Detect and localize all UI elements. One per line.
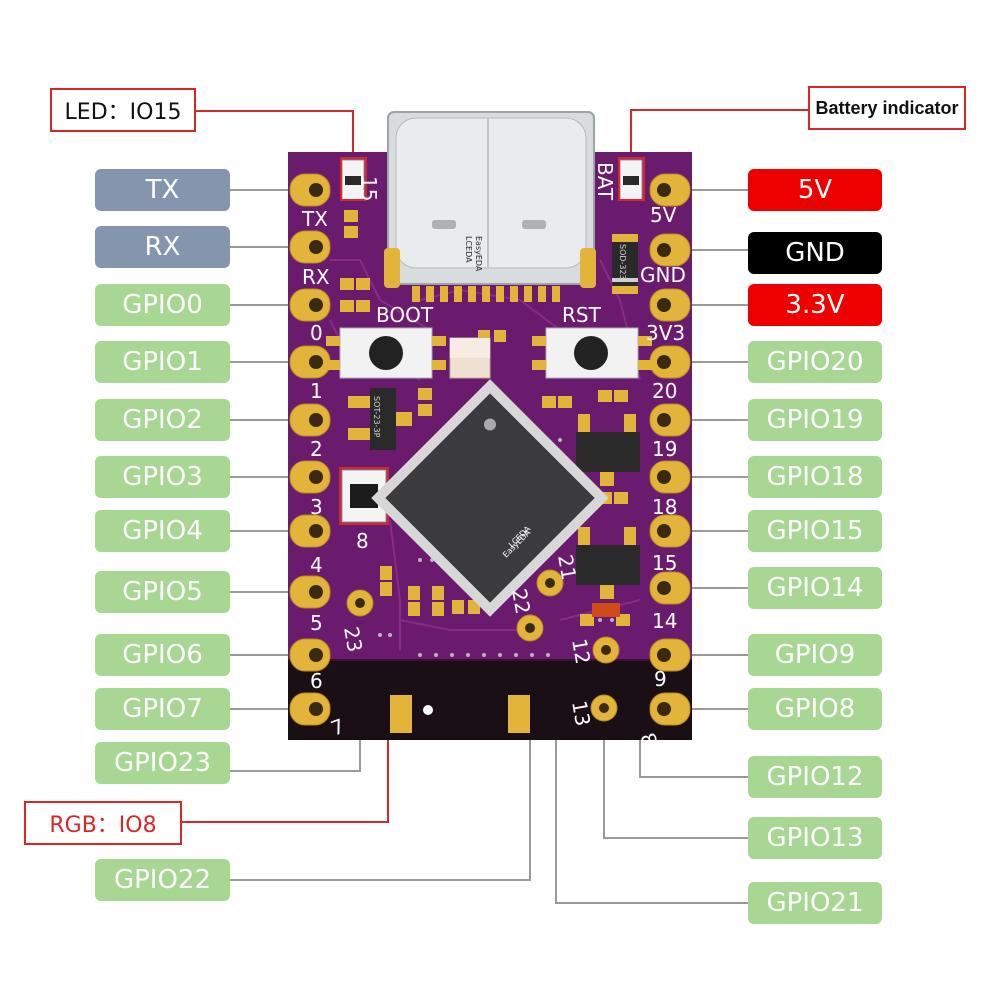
silk-22: 22 (507, 587, 535, 616)
pin-label-gpio21: GPIO21 (748, 882, 882, 924)
pin-label-gpio18: GPIO18 (748, 456, 882, 498)
silk-right-9: 9 (654, 667, 667, 691)
silk-rst: RST (562, 303, 602, 327)
silk-left-5: 5 (310, 611, 323, 635)
pin-label-5v: 5V (748, 169, 882, 211)
usb-logo-easyeda: EasyEDA (474, 236, 483, 272)
pin-label-gpio23: GPIO23 (95, 742, 230, 784)
silk-15: 15 (357, 176, 381, 201)
battery-led (618, 157, 645, 201)
pin-label-gpio20: GPIO20 (748, 341, 882, 383)
usb-c-connector (384, 111, 596, 288)
pin-label-3v3: 3.3V (748, 284, 882, 326)
silk-sot23: SOT-23-3P (372, 396, 381, 438)
rgb-callout: RGB：IO8 (24, 801, 182, 845)
antenna-pad-2 (508, 695, 530, 733)
silk-13: 13 (567, 699, 595, 728)
pin-label-gpio22: GPIO22 (95, 859, 230, 901)
silk-left-1: 1 (310, 379, 323, 403)
silk-bat: BAT (593, 162, 617, 201)
silk-right-19: 19 (652, 437, 677, 461)
mosfet-1 (576, 414, 640, 486)
silk-left-tx: TX (301, 207, 328, 231)
silk-boot: BOOT (376, 303, 434, 327)
smd-components (340, 210, 630, 626)
usb-logo-lceda: LCEDA (464, 236, 473, 263)
led-callout: LED：IO15 (50, 88, 196, 132)
status-led (340, 157, 367, 201)
pin-label-tx: TX (95, 169, 230, 211)
silk-right-20: 20 (652, 379, 677, 403)
antenna-pad-1 (390, 695, 412, 733)
pin-label-gpio12: GPIO12 (748, 756, 882, 798)
silk-right-5v: 5V (650, 203, 677, 227)
silk-left-3: 3 (310, 495, 323, 519)
pin-label-gpio4: GPIO4 (95, 510, 230, 552)
silk-left-0: 0 (310, 321, 323, 345)
pin-label-gpio15: GPIO15 (748, 510, 882, 552)
pin-label-gpio5: GPIO5 (95, 571, 230, 613)
silk-12: 12 (567, 637, 595, 666)
silk-right-3v3: 3V3 (646, 321, 685, 345)
pin-label-gpio8: GPIO8 (748, 688, 882, 730)
mosfet-2 (576, 527, 640, 599)
pin-label-gpio19: GPIO19 (748, 399, 882, 441)
pin-label-gnd: GND (748, 232, 882, 274)
rst-button-graphic (532, 327, 652, 379)
silk-8: 8 (356, 529, 369, 553)
pin-label-gpio1: GPIO1 (95, 341, 230, 383)
silk-right-gnd: GND (640, 263, 686, 287)
silk-right-14: 14 (652, 609, 677, 633)
diode-sod323 (612, 234, 638, 294)
regulator-sot23 (348, 388, 412, 450)
silk-left-2: 2 (310, 437, 323, 461)
silk-left-4: 4 (310, 553, 323, 577)
pin-label-gpio0: GPIO0 (95, 284, 230, 326)
silk-left-6: 6 (310, 669, 323, 693)
pin-label-rx: RX (95, 226, 230, 268)
pin-label-gpio3: GPIO3 (95, 456, 230, 498)
pin-label-gpio6: GPIO6 (95, 634, 230, 676)
pin-label-gpio7: GPIO7 (95, 688, 230, 730)
boot-button-graphic (326, 327, 446, 379)
silk-23: 23 (339, 625, 367, 654)
pin-label-gpio9: GPIO9 (748, 634, 882, 676)
silk-right-18: 18 (652, 495, 677, 519)
pin-label-gpio13: GPIO13 (748, 817, 882, 859)
pin-label-gpio14: GPIO14 (748, 567, 882, 609)
battery-callout: Battery indicator (808, 86, 966, 130)
silk-right-15: 15 (652, 551, 677, 575)
silk-left-rx: RX (302, 265, 330, 289)
silk-21: 21 (553, 553, 581, 582)
pin-label-gpio2: GPIO2 (95, 399, 230, 441)
silk-sod323: SOD-323 (618, 244, 627, 280)
